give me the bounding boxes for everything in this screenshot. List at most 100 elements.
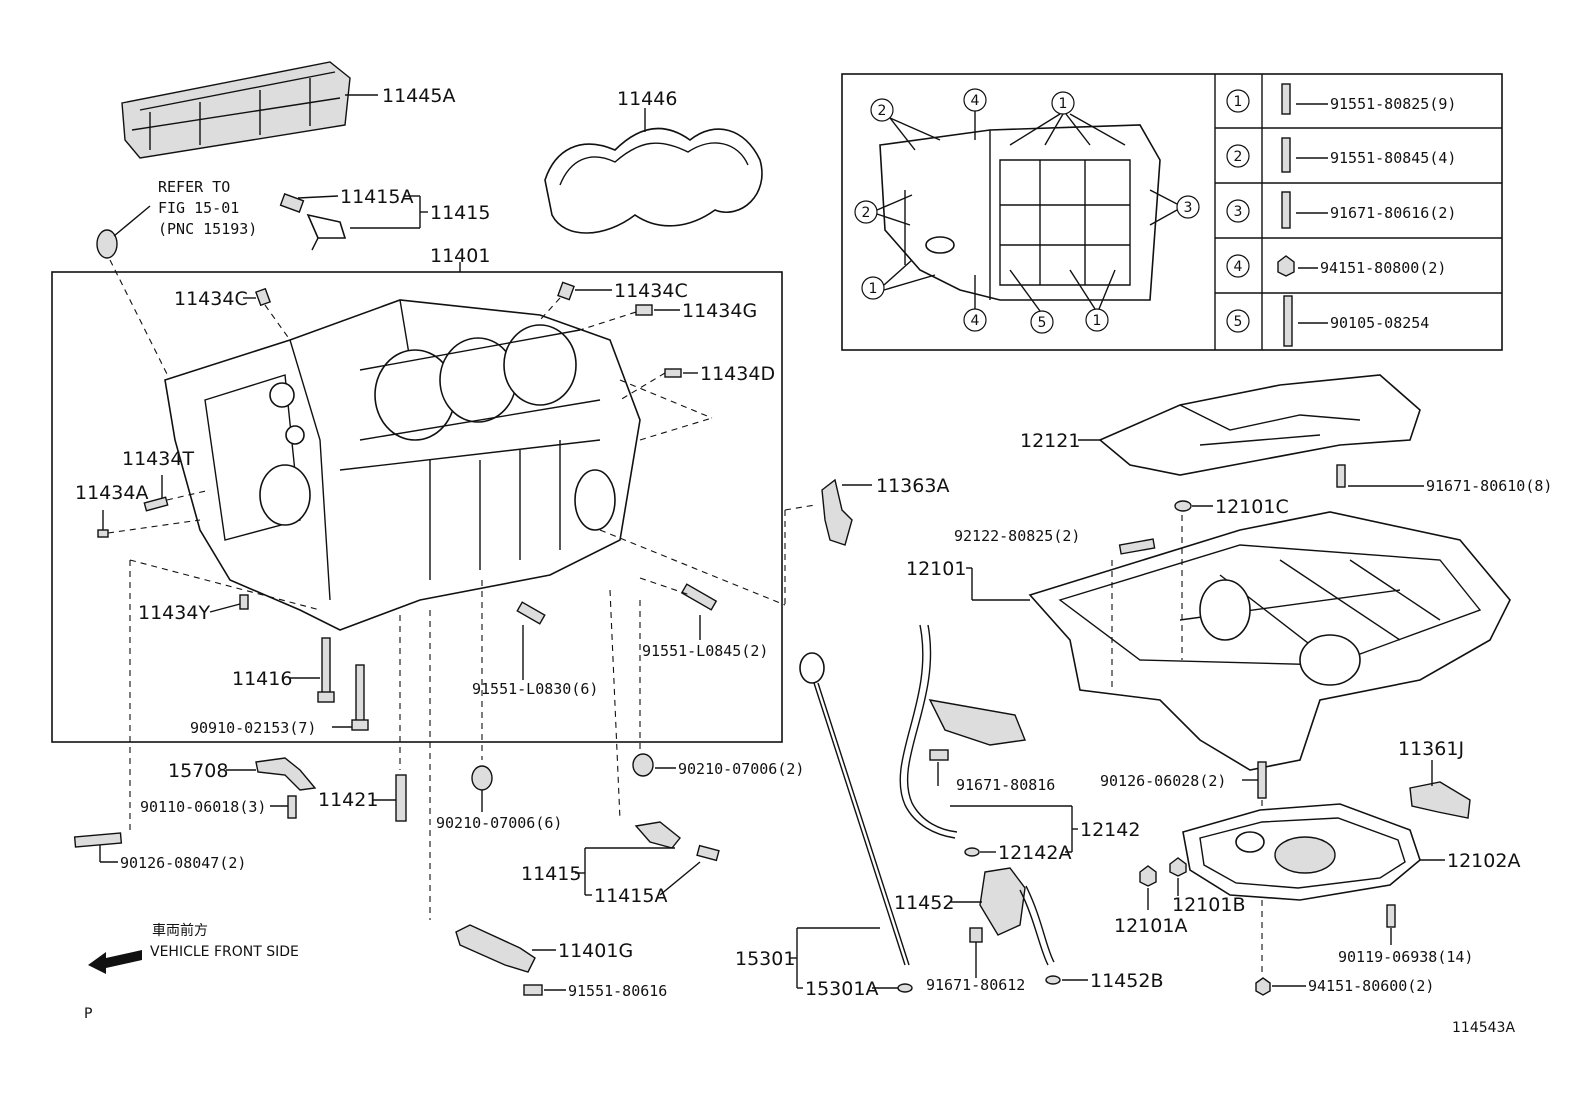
label-11445A: 11445A bbox=[382, 85, 455, 107]
callout-1b bbox=[861, 276, 885, 300]
dowel-11434G bbox=[635, 304, 653, 316]
stud-11421 bbox=[395, 774, 407, 822]
bolt-91671-80816 bbox=[929, 749, 949, 761]
label-11434G: 11434G bbox=[682, 300, 757, 322]
label-91551-L0830: 91551-L0830(6) bbox=[472, 680, 598, 698]
label-12121: 12121 bbox=[1020, 430, 1080, 452]
legend-num-3 bbox=[1226, 199, 1250, 223]
bolt-92122 bbox=[1118, 538, 1156, 555]
label-12101C: 12101C bbox=[1215, 496, 1289, 518]
part-12142-guide bbox=[899, 624, 1026, 839]
callout-2b-text: 2 bbox=[862, 205, 871, 221]
label-12101A: 12101A bbox=[1114, 915, 1187, 937]
dowel-11434D bbox=[664, 368, 682, 378]
label-91551-L0845: 91551-L0845(2) bbox=[642, 642, 768, 660]
label-11363A: 11363A bbox=[876, 475, 949, 497]
label-12142A: 12142A bbox=[998, 842, 1071, 864]
callout-3 bbox=[1176, 195, 1200, 219]
bolt-91551-L0845 bbox=[680, 583, 718, 611]
callout-4b-text: 4 bbox=[971, 313, 980, 329]
callout-2 bbox=[870, 98, 894, 122]
legend-bolt-3-icon bbox=[1281, 191, 1291, 229]
part-11445A-drawing bbox=[121, 61, 351, 159]
part-11401-engine-block bbox=[164, 299, 641, 631]
label-11415A-top: 11415A bbox=[340, 186, 413, 208]
seal-drawing bbox=[96, 229, 118, 259]
legend-nut-4-icon bbox=[1277, 255, 1295, 277]
bolt-91551-L0830 bbox=[516, 601, 546, 625]
front-arrow-icon bbox=[88, 950, 142, 974]
legend-bolt-2-icon bbox=[1281, 137, 1291, 173]
callout-3-text: 3 bbox=[1184, 200, 1193, 216]
label-11401G: 11401G bbox=[558, 940, 633, 962]
block-group-frame bbox=[51, 271, 783, 743]
label-91671-80816: 91671-80816 bbox=[956, 776, 1055, 794]
label-11415-bottom: 11415 bbox=[521, 863, 581, 885]
part-11361J-drawing bbox=[1409, 781, 1471, 819]
label-90126-06028: 90126-06028(2) bbox=[1100, 772, 1226, 790]
callout-2-text: 2 bbox=[878, 103, 887, 119]
label-11434C-left: 11434C bbox=[174, 288, 248, 310]
label-11434C-right: 11434C bbox=[614, 280, 688, 302]
callout-1c-text: 1 bbox=[1093, 313, 1102, 329]
refer-line-1: REFER TO bbox=[158, 178, 230, 196]
label-12101: 12101 bbox=[906, 558, 966, 580]
legend-num-1-text: 1 bbox=[1234, 94, 1243, 110]
p-mark: P bbox=[84, 1006, 92, 1022]
part-12102A-oil-pan bbox=[1182, 803, 1421, 901]
legend-part-1: 91551-80825(9) bbox=[1330, 95, 1456, 113]
label-12142: 12142 bbox=[1080, 819, 1140, 841]
label-11415-top: 11415 bbox=[430, 202, 490, 224]
label-90110: 90110-06018(3) bbox=[140, 798, 266, 816]
nut-94151-80600 bbox=[1255, 977, 1271, 996]
callout-5-text: 5 bbox=[1038, 315, 1047, 331]
label-90910: 90910-02153(7) bbox=[190, 719, 316, 737]
bolt-91671-80612 bbox=[969, 927, 983, 943]
legend-num-4-text: 4 bbox=[1234, 259, 1243, 275]
label-11415A-bottom: 11415A bbox=[594, 885, 667, 907]
front-label-jp: 車両前方 bbox=[152, 922, 208, 939]
label-15708: 15708 bbox=[168, 760, 228, 782]
label-11452B: 11452B bbox=[1090, 970, 1163, 992]
callout-2b bbox=[854, 200, 878, 224]
callout-1-text: 1 bbox=[1059, 96, 1068, 112]
label-91671-80612: 91671-80612 bbox=[926, 976, 1025, 994]
oring-15301A bbox=[897, 983, 913, 993]
dowel-11434C-right bbox=[557, 281, 575, 301]
part-15301-dipstick bbox=[799, 652, 910, 966]
part-11452-guide bbox=[979, 867, 1055, 966]
figure-id: 114543A bbox=[1452, 1020, 1515, 1036]
label-91551-80616: 91551-80616 bbox=[568, 982, 667, 1000]
bolt-91551-80616 bbox=[523, 984, 543, 996]
legend-bolt-1-icon bbox=[1281, 83, 1291, 115]
label-11446: 11446 bbox=[617, 88, 677, 110]
bolt-91671-80610 bbox=[1336, 464, 1346, 488]
label-15301A: 15301A bbox=[805, 978, 878, 1000]
stud-90126-08047 bbox=[73, 832, 123, 848]
plug-12101A bbox=[1139, 865, 1157, 887]
label-94151-80600: 94151-80600(2) bbox=[1308, 977, 1434, 995]
bolt-90110 bbox=[287, 795, 297, 819]
callout-4-text: 4 bbox=[971, 93, 980, 109]
washer-90210-mid bbox=[471, 765, 493, 791]
oring-12142A bbox=[964, 847, 980, 857]
legend-part-2: 91551-80845(4) bbox=[1330, 149, 1456, 167]
callout-1c bbox=[1085, 308, 1109, 332]
label-11434D: 11434D bbox=[700, 363, 775, 385]
dowel-11434C-left bbox=[255, 287, 271, 307]
label-11401: 11401 bbox=[430, 245, 490, 267]
part-11446-drawing bbox=[544, 127, 763, 234]
part-11401G-drawing bbox=[455, 924, 536, 973]
bolt-location-sketch bbox=[879, 124, 1161, 301]
label-11434A: 11434A bbox=[75, 482, 148, 504]
legend-num-5 bbox=[1226, 309, 1250, 333]
bolt-legend-frame bbox=[841, 73, 1503, 351]
callout-1b-text: 1 bbox=[869, 281, 878, 297]
label-90126-08047: 90126-08047(2) bbox=[120, 854, 246, 872]
part-11363A-drawing bbox=[821, 478, 853, 546]
gasket-12101C bbox=[1174, 500, 1192, 512]
legend-num-2 bbox=[1226, 144, 1250, 168]
part-12101-oil-pan bbox=[1028, 511, 1511, 771]
label-11434Y: 11434Y bbox=[138, 602, 210, 624]
